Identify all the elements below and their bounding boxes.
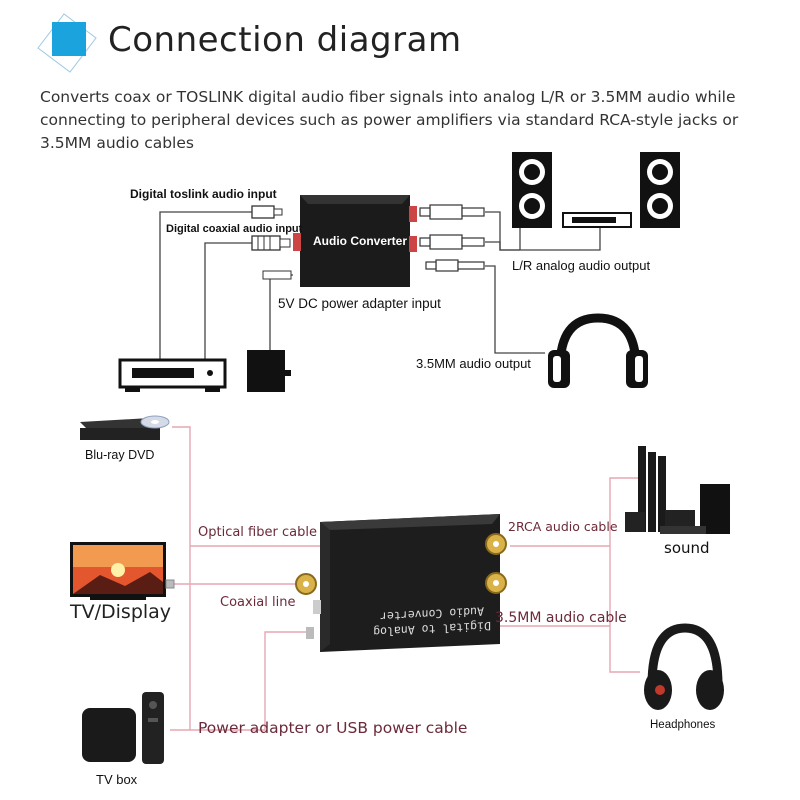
speaker-left-icon xyxy=(512,152,552,228)
power-cable-label: Power adapter or USB power cable xyxy=(198,719,468,737)
converter-device-text: Digital to Analog Audio Converter xyxy=(372,603,492,639)
audio-converter-device-icon xyxy=(295,514,507,652)
toslink-input-label: Digital toslink audio input xyxy=(130,187,277,201)
bottom-connection-diagram xyxy=(70,415,730,764)
mm-output-label: 3.5MM audio output xyxy=(416,356,531,371)
tv-coax-connector-icon xyxy=(165,579,175,589)
lr-output-label: L/R analog audio output xyxy=(512,258,651,273)
header-logo-icon xyxy=(37,13,97,73)
sound-system-icon xyxy=(625,446,730,534)
rca-cable-label: 2RCA audio cable xyxy=(508,519,618,534)
dc-input-label: 5V DC power adapter input xyxy=(278,296,441,311)
optical-cable-label: Optical fiber cable xyxy=(198,525,317,540)
tv-icon xyxy=(70,542,166,600)
sound-label: sound xyxy=(664,539,710,557)
speaker-right-icon xyxy=(640,152,680,228)
toslink-plug-icon xyxy=(251,205,283,219)
tv-label: TV/Display xyxy=(70,601,172,623)
page-title: Connection diagram xyxy=(108,20,462,60)
headphones-label: Headphones xyxy=(650,719,716,731)
mm-cable-label: 3.5MM audio cable xyxy=(495,610,627,626)
page-description: Converts coax or TOSLINK digital audio f… xyxy=(40,88,739,152)
top-connection-diagram xyxy=(118,152,680,392)
source-device-icon xyxy=(118,358,227,392)
coaxial-plug-icon xyxy=(251,235,291,251)
converter-box-label: Audio Converter xyxy=(313,234,408,248)
bluray-label: Blu-ray DVD xyxy=(85,448,155,462)
amplifier-icon xyxy=(562,212,632,228)
coaxial-line-label: Coaxial line xyxy=(220,595,296,610)
dc-plug-icon xyxy=(262,270,292,280)
headphones-icon-top xyxy=(548,313,648,388)
coaxial-input-label: Digital coaxial audio input xyxy=(166,223,303,235)
tv-box-icon xyxy=(82,692,164,764)
tvbox-label: TV box xyxy=(96,772,138,787)
power-adapter-icon xyxy=(247,350,291,392)
rca-plugs-icon xyxy=(419,204,485,272)
audio-converter-box-icon xyxy=(293,195,417,287)
headphones-icon-bottom xyxy=(644,623,724,710)
bluray-player-icon xyxy=(80,415,170,440)
